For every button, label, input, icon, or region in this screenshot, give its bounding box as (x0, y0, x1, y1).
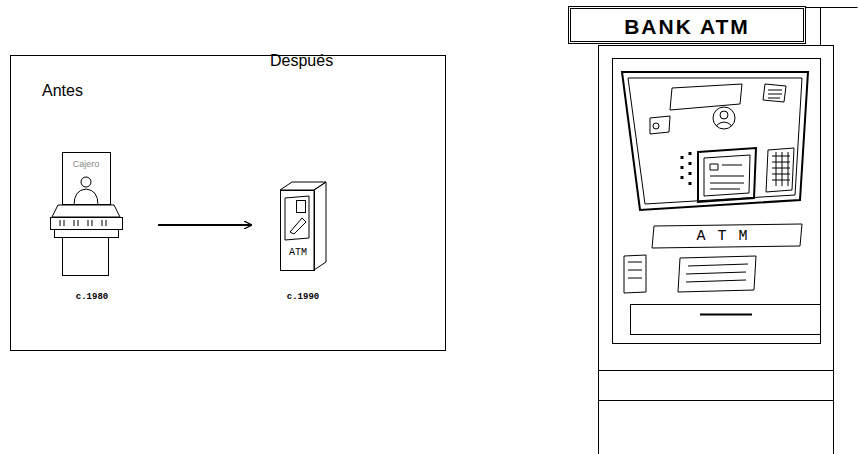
cabinet-lines (598, 371, 833, 401)
atm-figure: DespuésATM c.1990 (252, 50, 355, 308)
user-body (716, 122, 732, 126)
bank-atm (598, 8, 858, 454)
counter-slots (60, 220, 106, 226)
teller-label: Cajero (62, 160, 110, 169)
era-heading: Antes (42, 83, 83, 99)
cabinet (599, 46, 834, 454)
date-label: c.1980 (62, 293, 122, 302)
cash-dispenser (678, 256, 756, 292)
card-slot (670, 84, 742, 110)
tray-handle (700, 314, 752, 316)
counter-top (52, 205, 120, 217)
atm-card (290, 218, 306, 234)
canopy-line (806, 8, 858, 46)
display-strip-outline (652, 224, 802, 248)
teller-figure (51, 153, 123, 276)
screen-lines (710, 164, 744, 189)
date-label: c.1990 (273, 293, 333, 302)
counter-lower (55, 230, 119, 238)
screen (698, 148, 756, 202)
display-strip: ATM (656, 226, 800, 247)
bank-sign: BANK ATM (568, 6, 806, 44)
teller-figure: AntesCajero c.1980 (40, 80, 158, 308)
small-atm (280, 182, 326, 271)
atm-side (314, 182, 326, 270)
camera-lens (653, 123, 659, 129)
receipt-icon (763, 84, 786, 102)
counter-base (63, 238, 109, 276)
teller-body (74, 189, 98, 205)
arrow-connector (158, 224, 252, 226)
panel (613, 59, 821, 344)
deposit-slot (624, 255, 646, 293)
sign-text: BANK ATM (571, 16, 803, 37)
keypad-keys (772, 152, 790, 186)
side-buttons (682, 152, 690, 185)
teller-board (63, 153, 111, 205)
user-head (720, 111, 728, 119)
teller-head (81, 177, 91, 187)
frame (11, 56, 446, 351)
upper-bezel (622, 72, 808, 210)
user-icon (713, 107, 735, 129)
atm-label: ATM (281, 248, 315, 258)
era-heading: Después (270, 53, 333, 69)
tray (631, 305, 821, 335)
dispenser-lines (686, 264, 748, 282)
atm-screen-panel (285, 196, 309, 240)
counter-band (51, 218, 123, 230)
camera-box (650, 116, 670, 134)
atm-screen (297, 201, 306, 213)
upper-bezel-inner (628, 78, 802, 204)
atm-front (281, 191, 315, 271)
strip-text: ATM (656, 229, 800, 244)
keypad (766, 148, 794, 192)
screen-inner (704, 155, 750, 196)
